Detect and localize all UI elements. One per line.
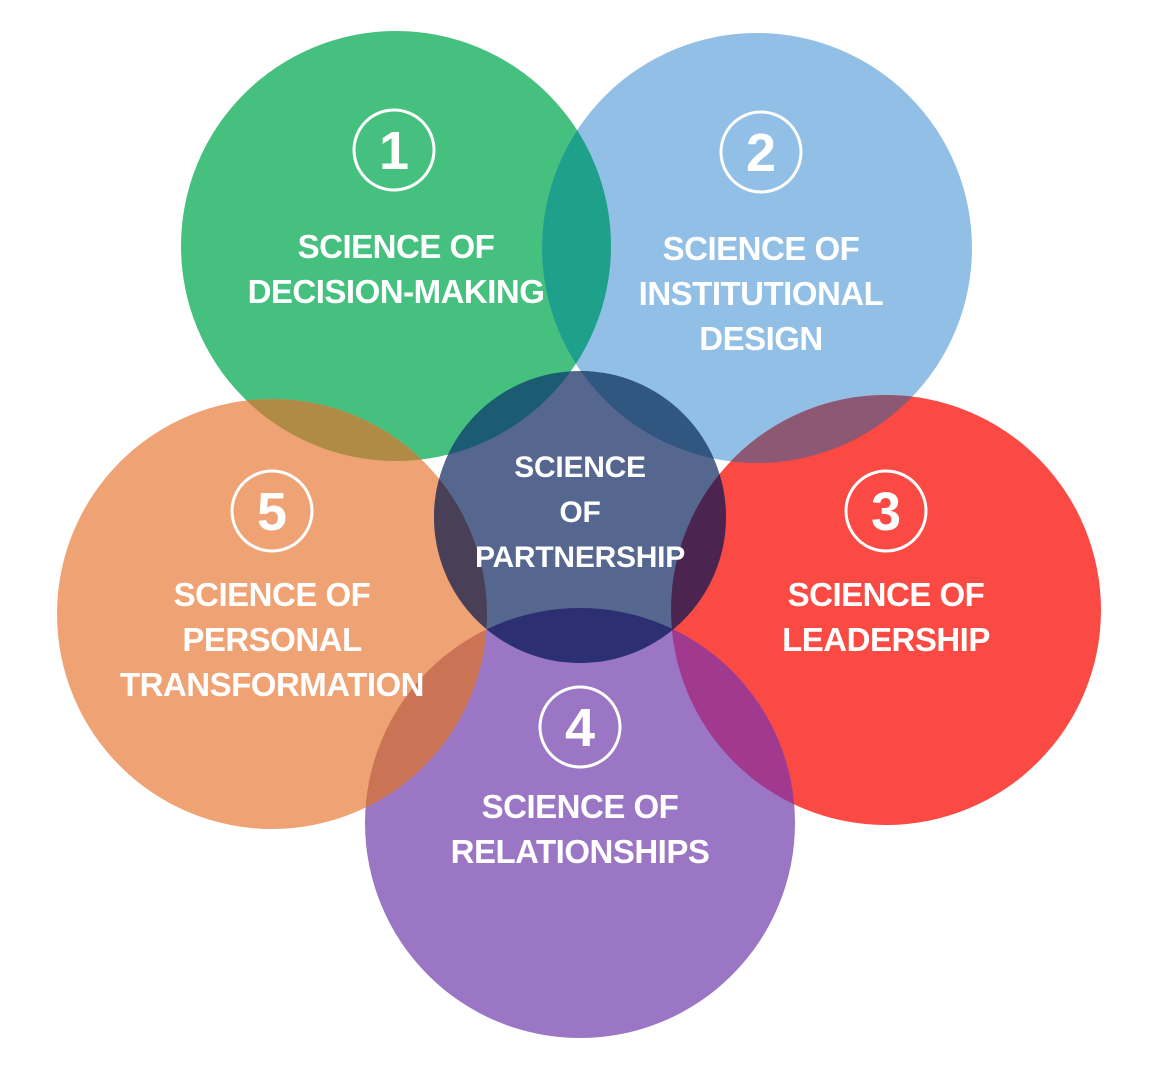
- badge-5-number: 5: [257, 482, 287, 542]
- label-personal-transformation-line-1: SCIENCE OF: [174, 576, 371, 613]
- circle-partnership: [434, 371, 726, 663]
- label-leadership-line-2: LEADERSHIP: [782, 621, 990, 658]
- badge-4-ring: [538, 685, 622, 769]
- badge-1-number: 1: [379, 121, 409, 181]
- badge-5-ring: [230, 469, 314, 553]
- label-decision-making-line-2: DECISION-MAKING: [248, 273, 545, 310]
- label-leadership-line-1: SCIENCE OF: [788, 576, 985, 613]
- circle-personal-transformation: [57, 399, 487, 829]
- label-decision-making-line-1: SCIENCE OF: [298, 228, 495, 265]
- label-relationships-line-1: SCIENCE OF: [482, 788, 679, 825]
- label-institutional-design-line-2: INSTITUTIONAL: [639, 275, 884, 312]
- badge-3-ring: [844, 469, 928, 553]
- circle-decision-making: [181, 31, 611, 461]
- center-label-line-1: SCIENCE: [514, 451, 646, 484]
- label-relationships-line-2: RELATIONSHIPS: [451, 833, 710, 870]
- circle-relationships: [365, 608, 795, 1038]
- circle-leadership: [671, 395, 1101, 825]
- center-label-line-3: PARTNERSHIP: [475, 541, 685, 574]
- label-institutional-design-line-1: SCIENCE OF: [663, 230, 860, 267]
- badge-2-number: 2: [746, 123, 776, 183]
- badge-4-number: 4: [565, 698, 595, 758]
- label-personal-transformation-line-3: TRANSFORMATION: [120, 666, 424, 703]
- badge-2-ring: [719, 110, 803, 194]
- label-personal-transformation-line-2: PERSONAL: [182, 621, 362, 658]
- badge-3-number: 3: [871, 482, 901, 542]
- circle-institutional-design: [542, 33, 972, 463]
- badge-1-ring: [352, 108, 436, 192]
- center-label-line-2: OF: [559, 496, 600, 529]
- label-institutional-design-line-3: DESIGN: [699, 320, 823, 357]
